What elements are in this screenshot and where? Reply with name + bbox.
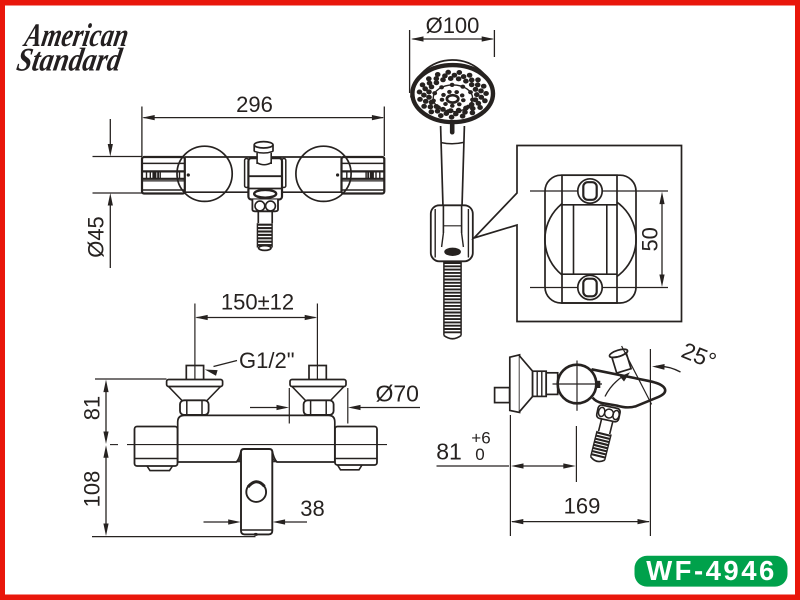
- svg-text:296: 296: [236, 92, 273, 117]
- svg-text:0: 0: [475, 445, 484, 464]
- svg-text:G1/2": G1/2": [239, 348, 295, 373]
- svg-text:Ø100: Ø100: [426, 13, 480, 38]
- svg-text:+6: +6: [471, 429, 490, 448]
- svg-text:Ø70: Ø70: [376, 381, 419, 407]
- svg-text:Ø45: Ø45: [84, 216, 109, 258]
- svg-text:50: 50: [638, 227, 663, 251]
- svg-text:169: 169: [564, 494, 601, 519]
- svg-text:108: 108: [80, 471, 105, 508]
- svg-text:Standard: Standard: [14, 42, 126, 79]
- svg-text:American: American: [21, 17, 132, 54]
- svg-text:38: 38: [300, 496, 324, 521]
- svg-text:WF-4946: WF-4946: [646, 555, 777, 586]
- svg-text:81: 81: [80, 396, 105, 420]
- svg-text:81: 81: [436, 439, 462, 465]
- svg-text:150±12: 150±12: [221, 290, 294, 315]
